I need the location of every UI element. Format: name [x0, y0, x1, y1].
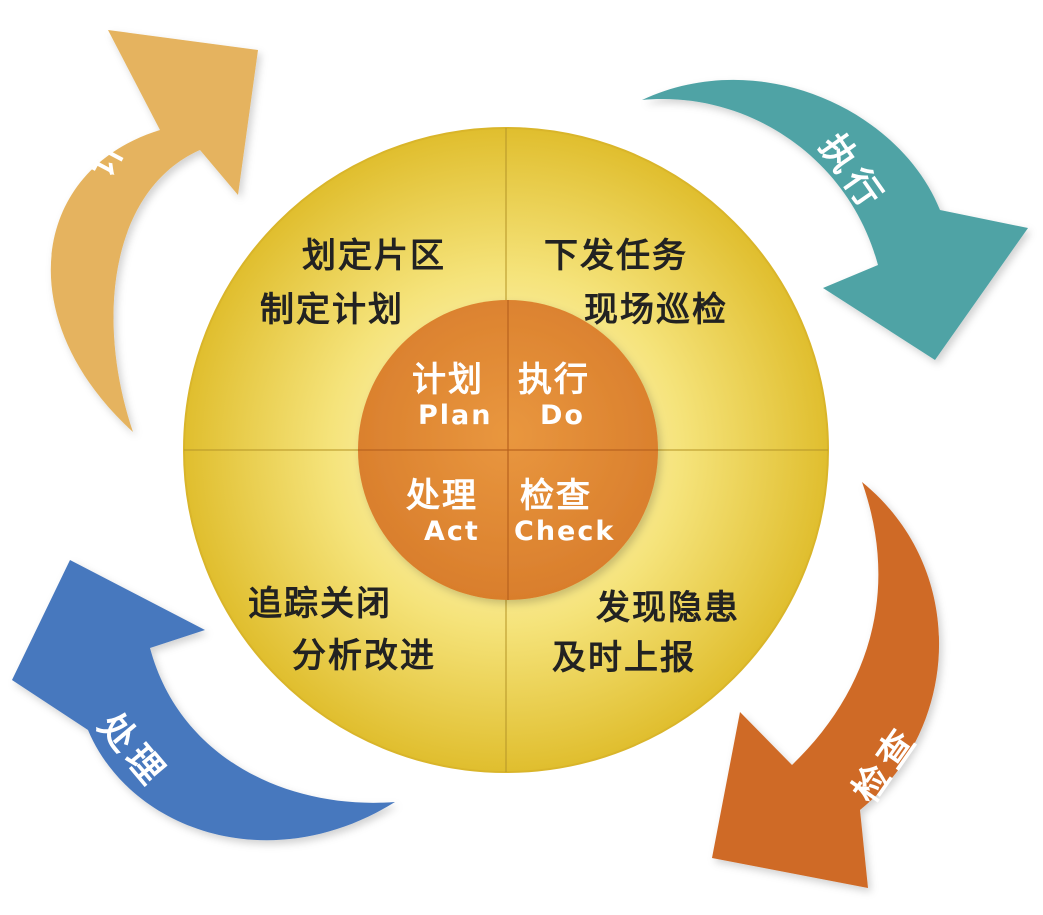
act-arrow	[12, 560, 395, 841]
core-do-cn: 执行	[518, 360, 590, 400]
check-quadrant-line1: 发现隐患	[596, 588, 740, 628]
do-quadrant-line1: 下发任务	[544, 236, 688, 276]
act-quadrant-line1: 追踪关闭	[248, 584, 392, 624]
core-plan-en: Plan	[418, 400, 493, 431]
core-act-en: Act	[424, 516, 480, 547]
check-quadrant-line2: 及时上报	[552, 638, 696, 678]
core-check-en: Check	[514, 516, 616, 547]
act-quadrant-line2: 分析改进	[292, 636, 436, 676]
core-act-cn: 处理	[406, 476, 478, 516]
core-check-cn: 检查	[520, 476, 592, 516]
core-do-en: Do	[540, 400, 585, 431]
plan-quadrant-line2: 制定计划	[260, 290, 404, 330]
plan-quadrant-line1: 划定片区	[302, 236, 446, 276]
core-plan-cn: 计划	[412, 360, 484, 400]
plan-arrow	[50, 30, 258, 432]
do-quadrant-line2: 现场巡检	[584, 290, 728, 330]
check-arrow	[712, 482, 940, 888]
do-arrow	[642, 79, 1028, 360]
